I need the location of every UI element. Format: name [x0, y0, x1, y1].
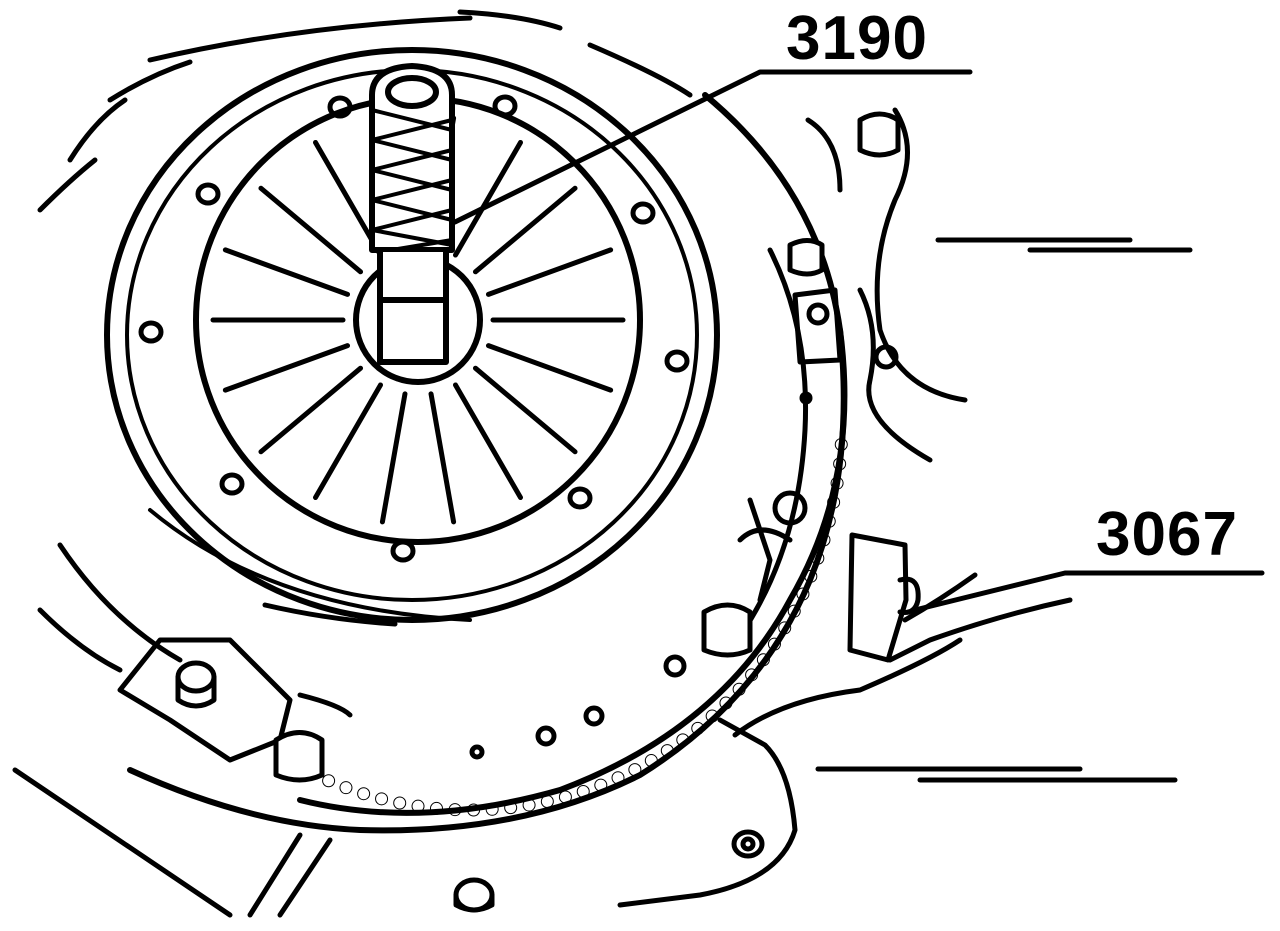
diaphragm-finger-slot	[485, 247, 614, 297]
ring-gear-tooth	[796, 587, 810, 601]
ring-gear-tooth	[767, 637, 781, 651]
diaphragm-finger-slot	[472, 365, 578, 455]
cap-screws	[273, 111, 901, 783]
ring-gear-tooth	[732, 682, 746, 696]
ring-gear-tooth	[576, 784, 590, 798]
ring-gear-tooth	[787, 604, 801, 618]
ring-gear-tooth	[628, 763, 642, 777]
diaphragm-finger-slot	[428, 391, 457, 525]
centering-spindle-tool	[369, 63, 455, 365]
ring-gear-tooth	[830, 476, 844, 490]
diaphragm-finger-slot	[313, 382, 383, 501]
ring-gear-tooth	[827, 495, 841, 509]
ring-gear-tooth	[705, 709, 719, 723]
ring-gear-tooth	[691, 721, 705, 735]
ring-gear-tooth	[676, 733, 690, 747]
cover-bolt-holes	[138, 94, 690, 563]
bottom-left-housing	[12, 767, 333, 918]
ring-gear-tooth	[778, 621, 792, 635]
ring-gear-tooth	[448, 803, 462, 817]
ring-gear-tooth	[611, 771, 625, 785]
ring-gear-tooth	[429, 801, 443, 815]
bottom-right-bracket	[453, 637, 1178, 913]
ring-gear-tooth	[833, 457, 847, 471]
callout-label-3190: 3190	[786, 4, 928, 73]
ring-gear-tooth	[339, 781, 353, 795]
ring-gear-tooth	[594, 778, 608, 792]
ring-gear-tooth	[558, 790, 572, 804]
diaphragm-finger-slot	[258, 185, 364, 275]
diaphragm-finger-slot	[222, 247, 351, 297]
ring-gear-tooth	[504, 801, 518, 815]
ring-gear-tooth	[811, 551, 825, 565]
engine-block	[737, 107, 1193, 603]
housing-outline	[37, 9, 693, 673]
ring-gear-tooth	[804, 569, 818, 583]
bottom-left-bracket	[117, 637, 353, 763]
callout-leaders	[452, 69, 1265, 613]
ring-gear-tooth	[745, 668, 759, 682]
ring-gear-tooth	[644, 754, 658, 768]
ring-gear-tooth	[467, 803, 481, 817]
diaphragm-finger-slot	[453, 382, 523, 501]
leader-3190	[452, 69, 973, 225]
ring-gear-tooth	[822, 514, 836, 528]
ring-gear-tooth	[719, 696, 733, 710]
ring-gear-tooth	[522, 798, 536, 812]
ring-gear-tooth	[817, 533, 831, 547]
diaphragm-finger-slot	[453, 139, 523, 258]
ring-gear-tooth	[834, 437, 848, 451]
pressure-plate-outer-ring	[104, 47, 720, 623]
diaphragm-finger-slot	[222, 343, 351, 393]
flywheel-holes	[469, 391, 813, 760]
ring-gear-tooth	[540, 794, 554, 808]
diaphragm-finger-slot	[379, 391, 408, 525]
ring-gear-tooth	[660, 744, 674, 758]
ring-gear-tooth	[375, 792, 389, 806]
diaphragm-finger-slot	[258, 365, 364, 455]
ring-gear-tooth	[393, 796, 407, 810]
diaphragm-finger-slot	[472, 185, 578, 275]
ring-gear-tooth	[322, 774, 336, 788]
ring-gear-tooth	[411, 799, 425, 813]
flywheel-lock-tool	[847, 532, 1073, 663]
leader-3067	[912, 570, 1265, 613]
diaphragm-finger-slot	[485, 343, 614, 393]
callout-label-3067: 3067	[1096, 500, 1238, 569]
ring-gear-tooth	[357, 787, 371, 801]
ring-gear-tooth	[756, 653, 770, 667]
ring-gear-tooth	[485, 802, 499, 816]
